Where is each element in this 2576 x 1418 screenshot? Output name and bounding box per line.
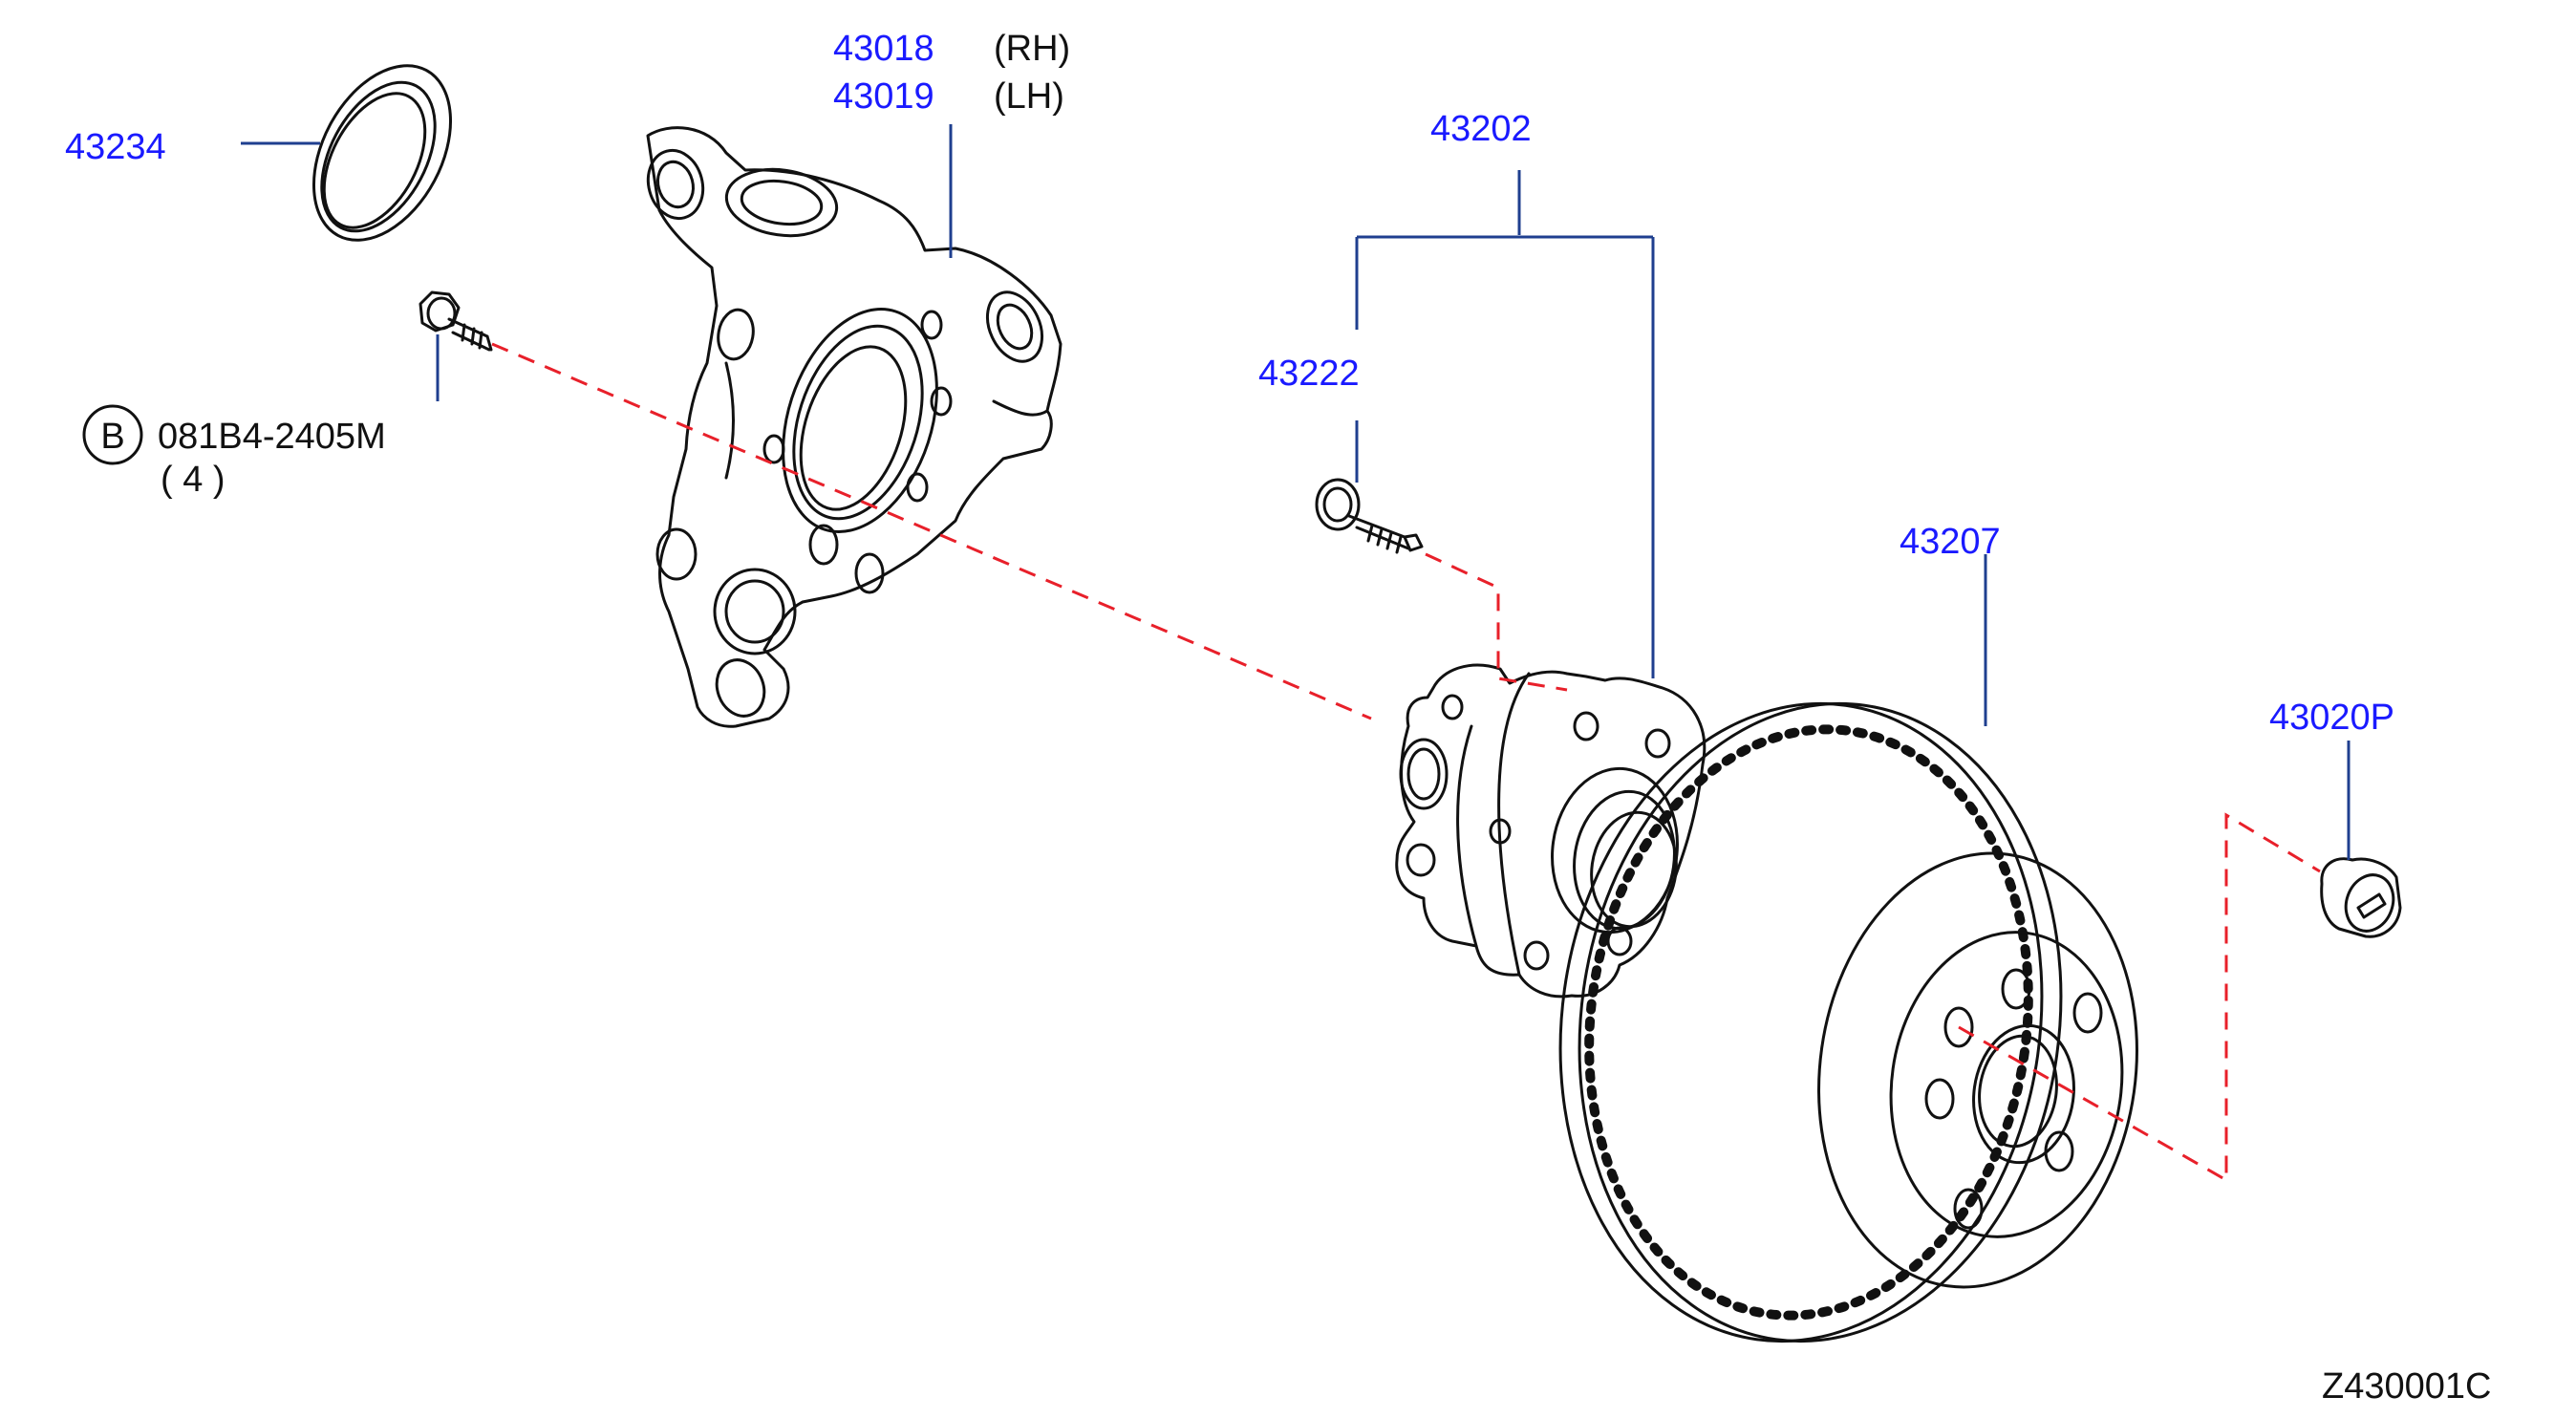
seal-ring-43234[interactable] xyxy=(286,42,479,263)
steering-knuckle-43018-43019[interactable] xyxy=(641,126,1063,728)
leader-43202 xyxy=(1355,170,1655,678)
bolt-symbol-letter: B xyxy=(100,417,124,457)
bolt-081b4-2405m[interactable] xyxy=(419,290,493,352)
bolt-quantity: ( 4 ) xyxy=(161,460,225,500)
side-label-lh: (LH) xyxy=(994,76,1064,117)
diagram-id: Z430001C xyxy=(2322,1366,2492,1407)
callout-43202[interactable]: 43202 xyxy=(1430,109,1532,149)
hub-bolt-43222[interactable] xyxy=(1315,478,1424,554)
callout-43222[interactable]: 43222 xyxy=(1258,354,1360,394)
axis-knuckle-hub xyxy=(491,342,1372,720)
callout-43019[interactable]: 43019 xyxy=(833,76,934,117)
callout-43020p[interactable]: 43020P xyxy=(2269,698,2395,738)
callout-43234[interactable]: 43234 xyxy=(65,127,166,167)
brake-rotor-43207[interactable] xyxy=(1520,672,2164,1372)
hub-bearing-assembly-43202[interactable] xyxy=(1395,663,1707,999)
side-label-rh: (RH) xyxy=(994,29,1071,69)
callout-43207[interactable]: 43207 xyxy=(1900,522,2001,562)
axis-bolt-43222 xyxy=(1425,552,1568,692)
bolt-symbol-circle xyxy=(82,404,143,465)
hub-cap-43020p[interactable] xyxy=(2320,857,2402,938)
callout-43018[interactable]: 43018 xyxy=(833,29,934,69)
axis-rotor-cap xyxy=(1958,812,2321,1183)
bolt-part-number[interactable]: 081B4-2405M xyxy=(158,417,386,457)
